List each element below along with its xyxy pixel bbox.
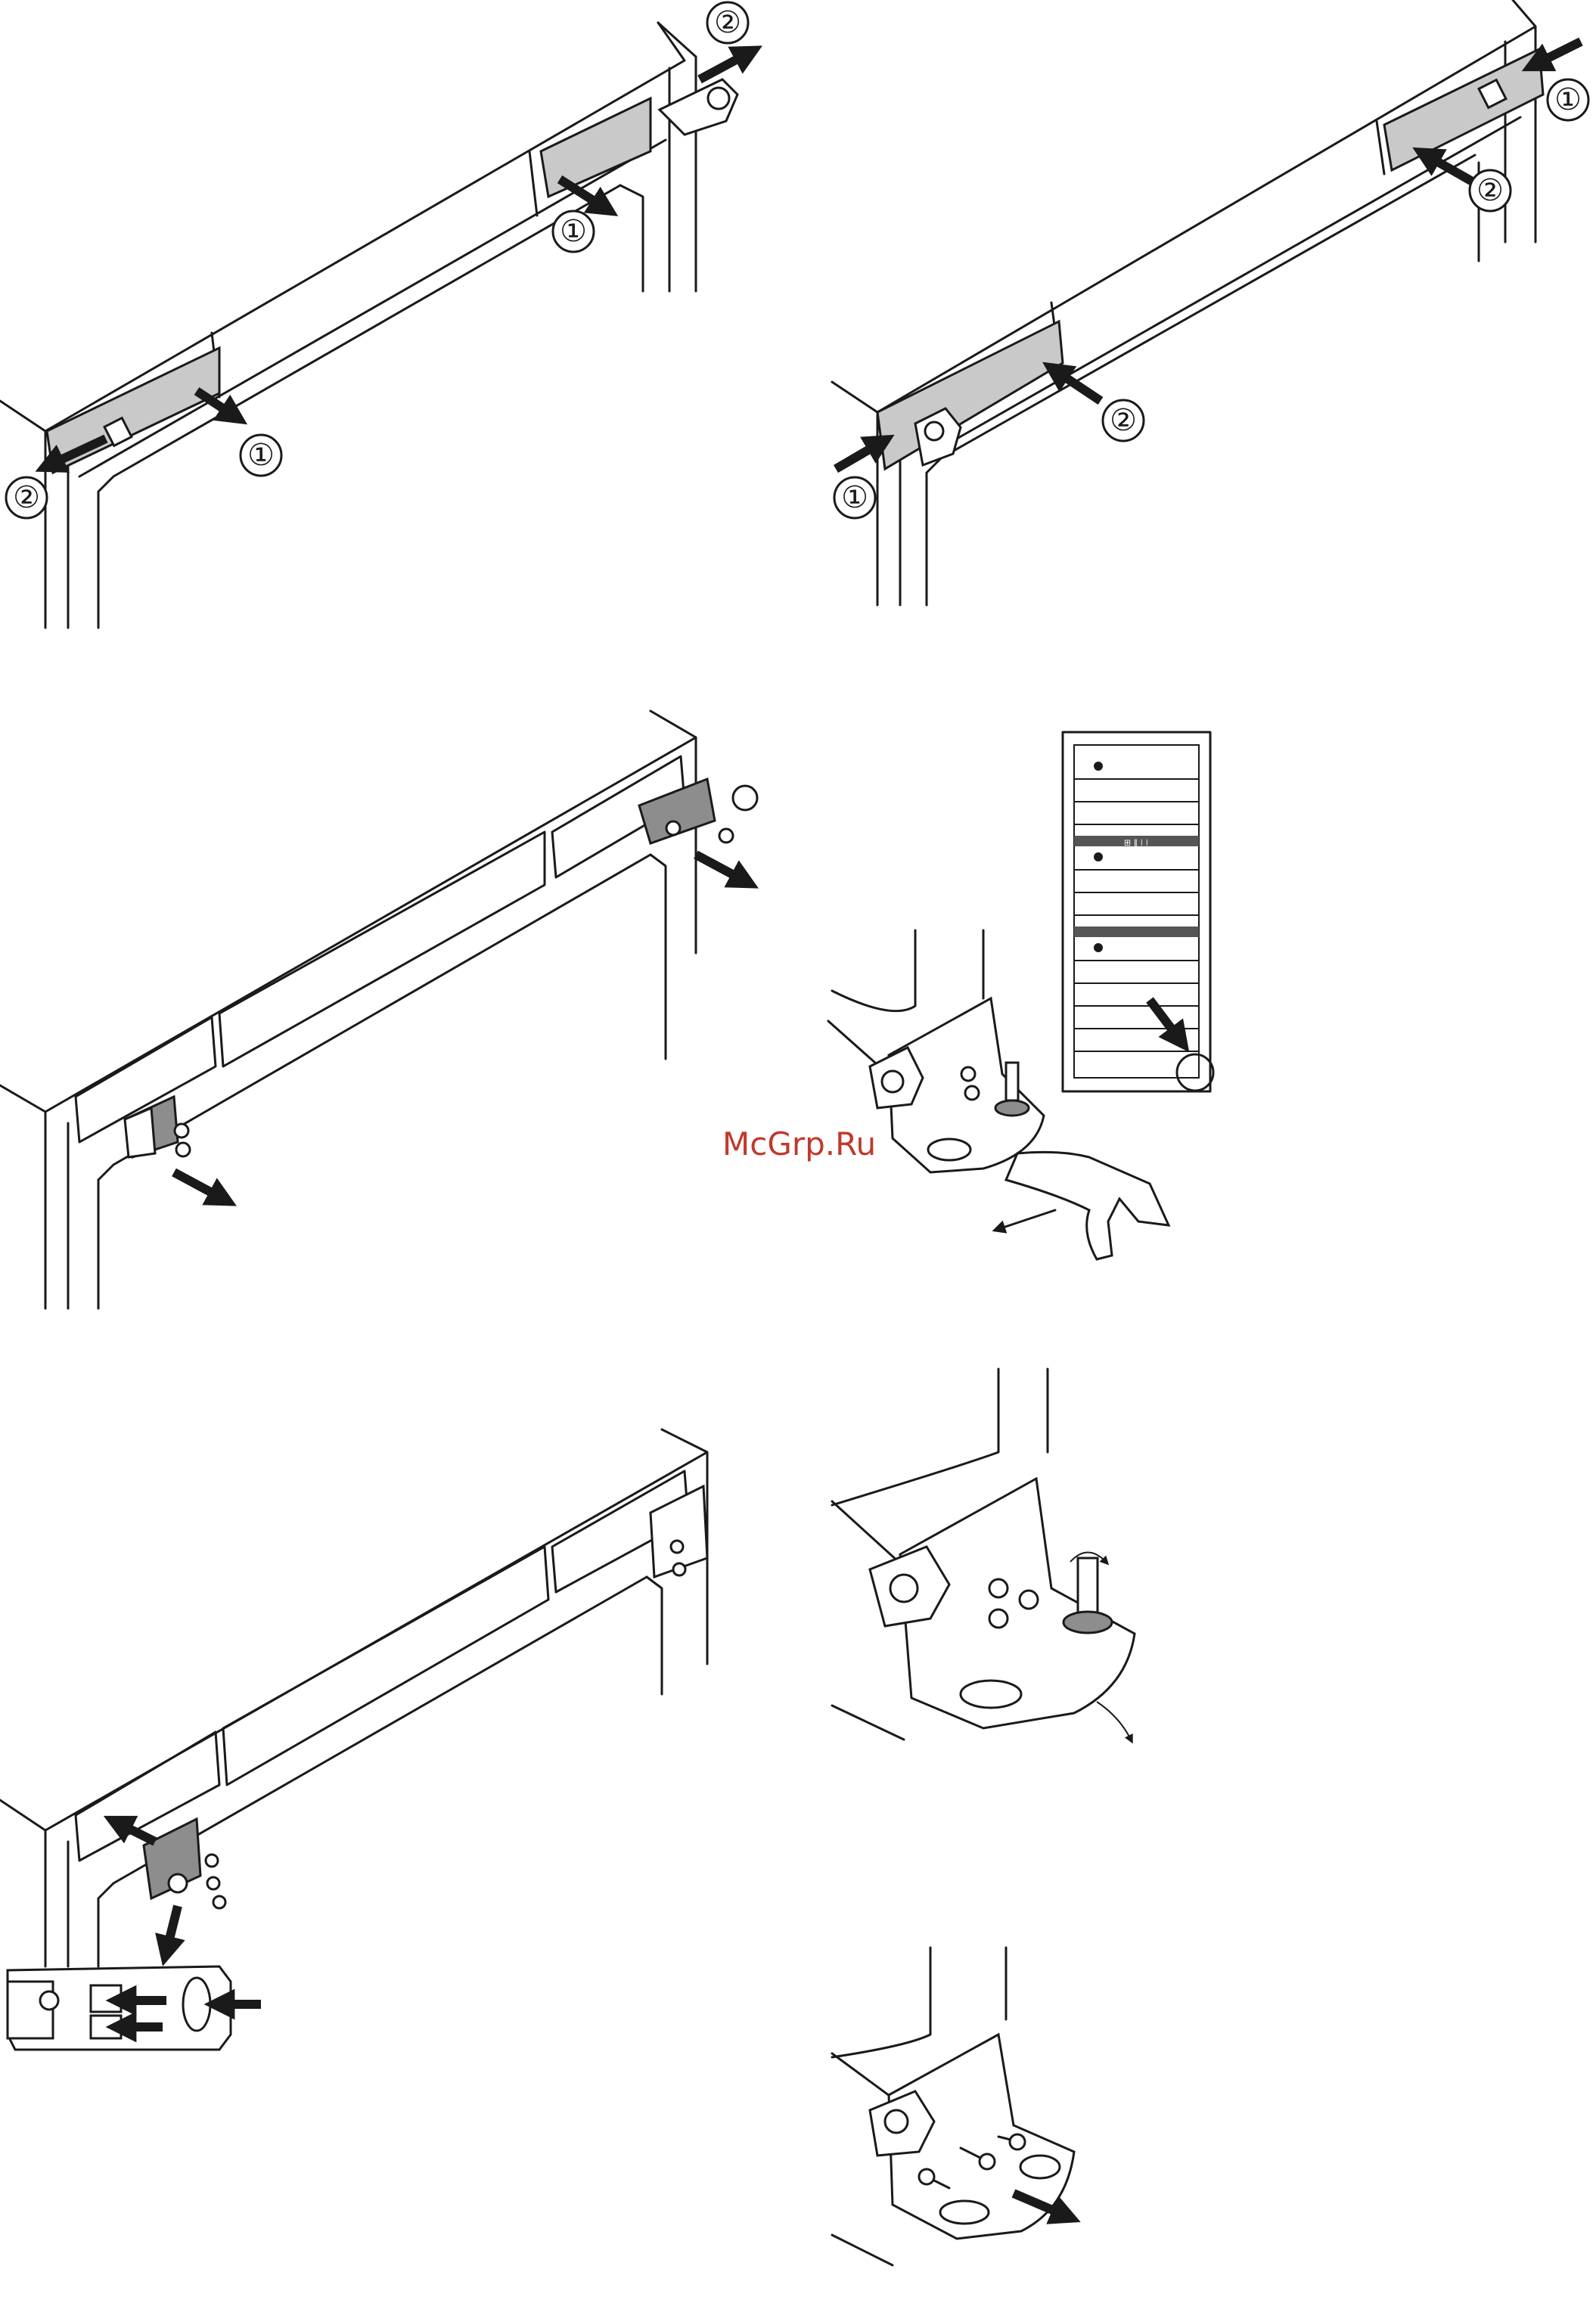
plate-slot — [183, 1978, 210, 2031]
detail-magnifier — [1177, 1054, 1213, 1091]
hinge-block-left — [125, 1097, 190, 1157]
screw — [207, 1877, 219, 1889]
figure-remove-covers: ① ② ① ② — [0, 2, 749, 628]
hinge-pin — [1006, 1063, 1018, 1100]
screw — [673, 1563, 685, 1575]
figure-remove-hinge-blocks — [0, 711, 757, 1308]
cabinet-outline — [0, 23, 696, 628]
wrench — [1006, 1152, 1169, 1259]
fridge-icon: ⊞ ‖ ⁞ ⁞ — [1063, 732, 1213, 1091]
fridge-shelves — [1074, 779, 1199, 1051]
cabinet-outline — [0, 1429, 707, 1966]
screw — [175, 1124, 188, 1138]
figure-bottom-hinge-pin — [832, 1369, 1135, 1740]
arrow-push-in — [1535, 42, 1581, 64]
figure-remove-bottom-hinge — [832, 1948, 1074, 2265]
arrow-pull-down — [560, 179, 605, 208]
figure-refit-hinge-blocks — [0, 1429, 707, 2050]
arrow-detail-down — [166, 1906, 178, 1951]
cabinet-outline — [832, 0, 1535, 605]
screw — [666, 821, 680, 835]
svg-text:①: ① — [247, 438, 275, 473]
hinge-block-left — [144, 1819, 225, 1908]
screw-hole — [965, 1086, 979, 1100]
arrow-pull-out — [696, 855, 745, 881]
step-badge-1: ① — [553, 211, 594, 252]
screw — [671, 1541, 683, 1553]
step-badge-2: ② — [1103, 400, 1144, 441]
hinge-block-right — [651, 1486, 707, 1577]
screw-hole — [1020, 1591, 1038, 1609]
hinge-plate-detail — [8, 1966, 261, 2050]
arrow-insert — [117, 1823, 155, 1842]
svg-text:①: ① — [560, 214, 587, 249]
svg-text:①: ① — [841, 480, 868, 515]
fridge-display-label: ⊞ ‖ ⁞ ⁞ — [1124, 838, 1148, 848]
step-badge-2: ② — [6, 477, 47, 518]
watermark: McGrp.Ru — [722, 1125, 876, 1162]
screw-hole — [989, 1609, 1008, 1628]
arrow-slide-right — [700, 53, 749, 79]
step-badge-2: ② — [707, 2, 748, 43]
svg-text:②: ② — [1476, 173, 1504, 208]
cover-right — [541, 79, 737, 197]
svg-text:②: ② — [714, 5, 741, 40]
screw — [176, 1143, 190, 1156]
arrow-push-up — [1055, 371, 1101, 401]
arrow-push-in — [836, 442, 881, 469]
hinge-pin — [1078, 1558, 1098, 1615]
arrow-rotate — [1097, 1702, 1131, 1740]
hinge-block-right — [639, 779, 757, 843]
screw — [719, 829, 733, 843]
arrow-rotate — [998, 1210, 1055, 1229]
cabinet-outline — [0, 711, 696, 1308]
arrow-pull-out — [174, 1172, 223, 1199]
screw — [213, 1896, 225, 1908]
figure-bottom-hinge-wrench: ⊞ ‖ ⁞ ⁞ — [828, 732, 1213, 1259]
svg-text:①: ① — [1554, 82, 1582, 117]
figure-fit-covers: ① ② ② ① — [832, 0, 1588, 605]
svg-text:②: ② — [1110, 403, 1137, 438]
screw — [206, 1855, 218, 1867]
screw-hole — [989, 1579, 1008, 1597]
screw-hole — [961, 1067, 975, 1081]
step-badge-1: ① — [834, 477, 875, 518]
step-badge-1: ① — [241, 435, 281, 476]
step-badge-1: ① — [1548, 79, 1588, 120]
step-badge-2: ② — [1470, 170, 1511, 211]
svg-text:②: ② — [13, 480, 40, 515]
